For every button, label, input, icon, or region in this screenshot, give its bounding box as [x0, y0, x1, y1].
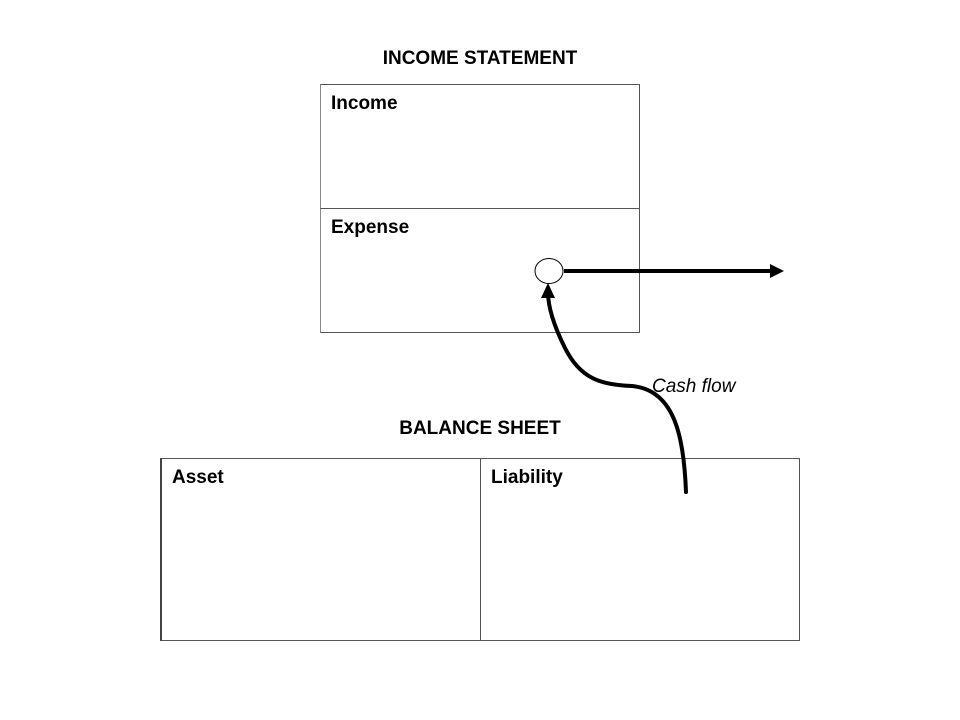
income-statement-title: INCOME STATEMENT [382, 48, 578, 69]
income-label: Income [331, 93, 398, 114]
expense-label: Expense [331, 217, 410, 238]
asset-section: Asset [160, 458, 481, 641]
asset-label: Asset [172, 467, 224, 488]
expense-section: Expense [320, 208, 640, 333]
cash-flow-label: Cash flow [652, 376, 736, 397]
balance-sheet-title: BALANCE SHEET [399, 418, 561, 439]
liability-label: Liability [491, 467, 563, 488]
liability-section: Liability [480, 458, 800, 641]
outflow-arrowhead [770, 264, 784, 278]
income-section: Income [320, 84, 640, 209]
